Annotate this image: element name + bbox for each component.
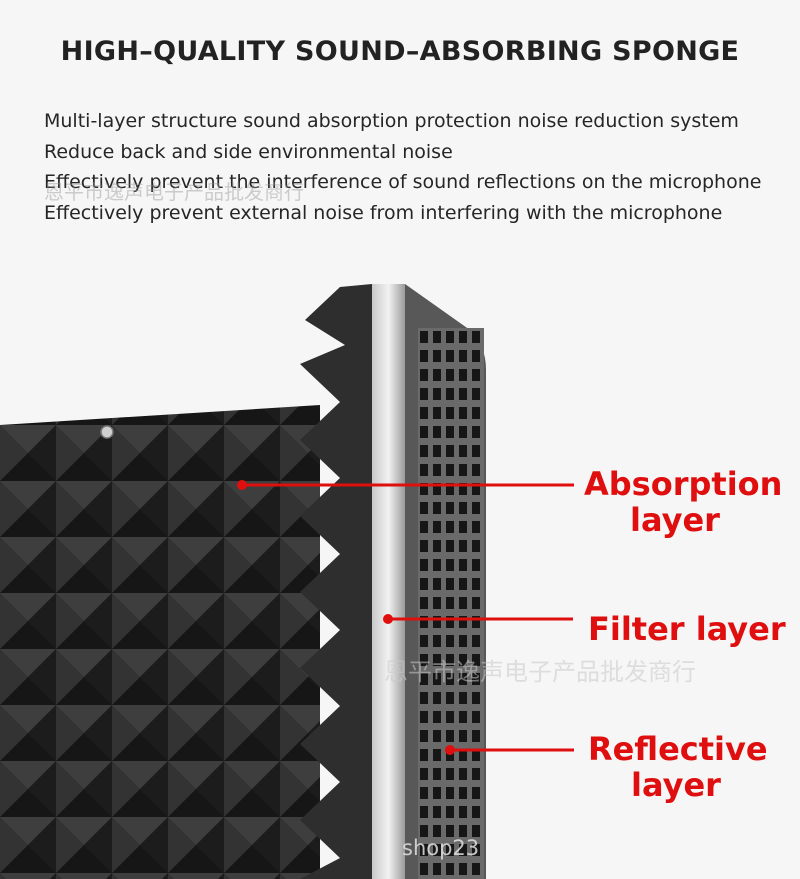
description-line-4: Effectively prevent external noise from … <box>44 201 723 224</box>
description-line-1: Multi-layer structure sound absorption p… <box>44 110 739 132</box>
page-title: HIGH–QUALITY SOUND–ABSORBING SPONGE <box>60 36 740 67</box>
absorption-marker <box>237 480 247 490</box>
description-line-2: Reduce back and side environmental noise <box>44 140 453 163</box>
screw <box>100 425 114 439</box>
filter-layer-label: Filter layer <box>588 610 786 648</box>
reflective-label-line-2: layer <box>631 766 721 804</box>
absorption-label-line-2: layer <box>630 501 720 539</box>
panel-frame <box>372 284 405 879</box>
filter-marker <box>383 614 393 624</box>
description-list: Multi-layer structure sound absorption p… <box>44 106 784 228</box>
absorption-label-line-1: Absorption <box>584 465 783 503</box>
panel-holes <box>418 328 484 879</box>
reflective-marker <box>445 745 455 755</box>
reflective-label-line-1: Reflective <box>588 730 768 768</box>
foam-panel <box>0 405 320 879</box>
filter-label-line-1: Filter layer <box>588 610 786 648</box>
description-line-3: Effectively prevent the interference of … <box>44 171 762 193</box>
absorption-layer-label: Absorption layer <box>584 465 783 539</box>
reflective-layer-label: Reflective layer <box>588 730 768 804</box>
foam-edge <box>300 284 372 879</box>
